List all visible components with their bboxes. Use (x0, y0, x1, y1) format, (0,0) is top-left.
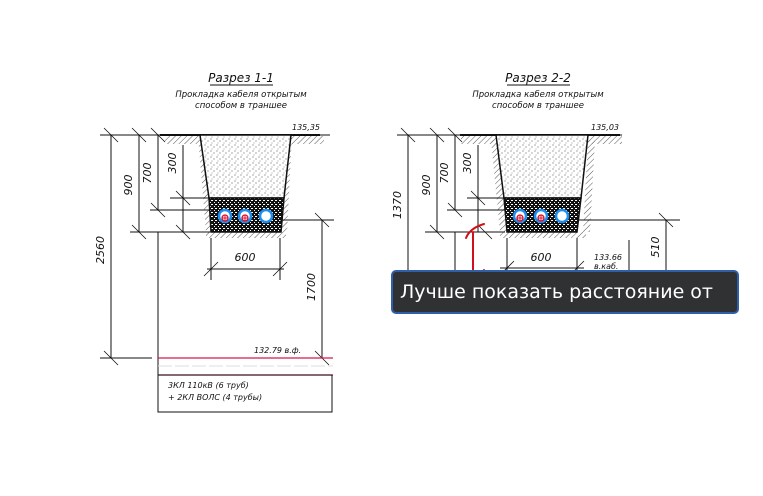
section-1-1: Разрез 1-1 Прокладка кабеля открытым спо… (94, 71, 334, 413)
section-2-dim-510: 510 (649, 237, 662, 258)
section-2-subtitle-2: способом в траншее (492, 101, 584, 111)
comment-tooltip-text: Лучше показать расстояние от (400, 281, 713, 303)
section-2-dim-300: 300 (461, 153, 474, 174)
cable-pipes-section-1 (217, 208, 274, 224)
section-1-dim-700: 700 (141, 163, 154, 184)
section-2-ground-elevation: 135,03 (591, 123, 619, 132)
section-1-dim-2560: 2560 (94, 236, 107, 264)
section-1-dim-600: 600 (235, 251, 256, 264)
section-1-title: Разрез 1-1 (208, 71, 274, 85)
section-1-note-line-2: + 2КЛ ВОЛС (4 трубы) (168, 393, 262, 402)
section-2-dim-900: 900 (420, 175, 433, 196)
section-1-note-line-1: 3КЛ 110кВ (6 труб) (168, 381, 249, 390)
section-2-cable-elevation-label: в.каб. (594, 262, 618, 271)
section-1-water-level: 132.79 в.ф. (254, 346, 301, 355)
section-1-dim-1700: 1700 (305, 273, 318, 301)
section-1-subtitle-2: способом в траншее (195, 101, 287, 111)
section-2-dim-700: 700 (438, 163, 451, 184)
section-1-dim-900: 900 (122, 175, 135, 196)
section-1-ground-elevation: 135,35 (292, 123, 320, 132)
section-2-dim-600: 600 (531, 251, 552, 264)
section-2-title: Разрез 2-2 (505, 71, 571, 85)
section-2-subtitle-1: Прокладка кабеля открытым (472, 90, 604, 100)
section-1-subtitle-1: Прокладка кабеля открытым (175, 90, 307, 100)
section-2-dim-1370: 1370 (391, 191, 404, 219)
cable-pipes-section-2 (512, 208, 570, 224)
section-1-dim-300: 300 (166, 153, 179, 174)
section-2-cable-elevation: 133.66 (594, 253, 622, 262)
section-2-2: Разрез 2-2 Прокладка кабеля открытым спо… (391, 71, 680, 312)
comment-tooltip: Лучше показать расстояние от (391, 270, 739, 314)
